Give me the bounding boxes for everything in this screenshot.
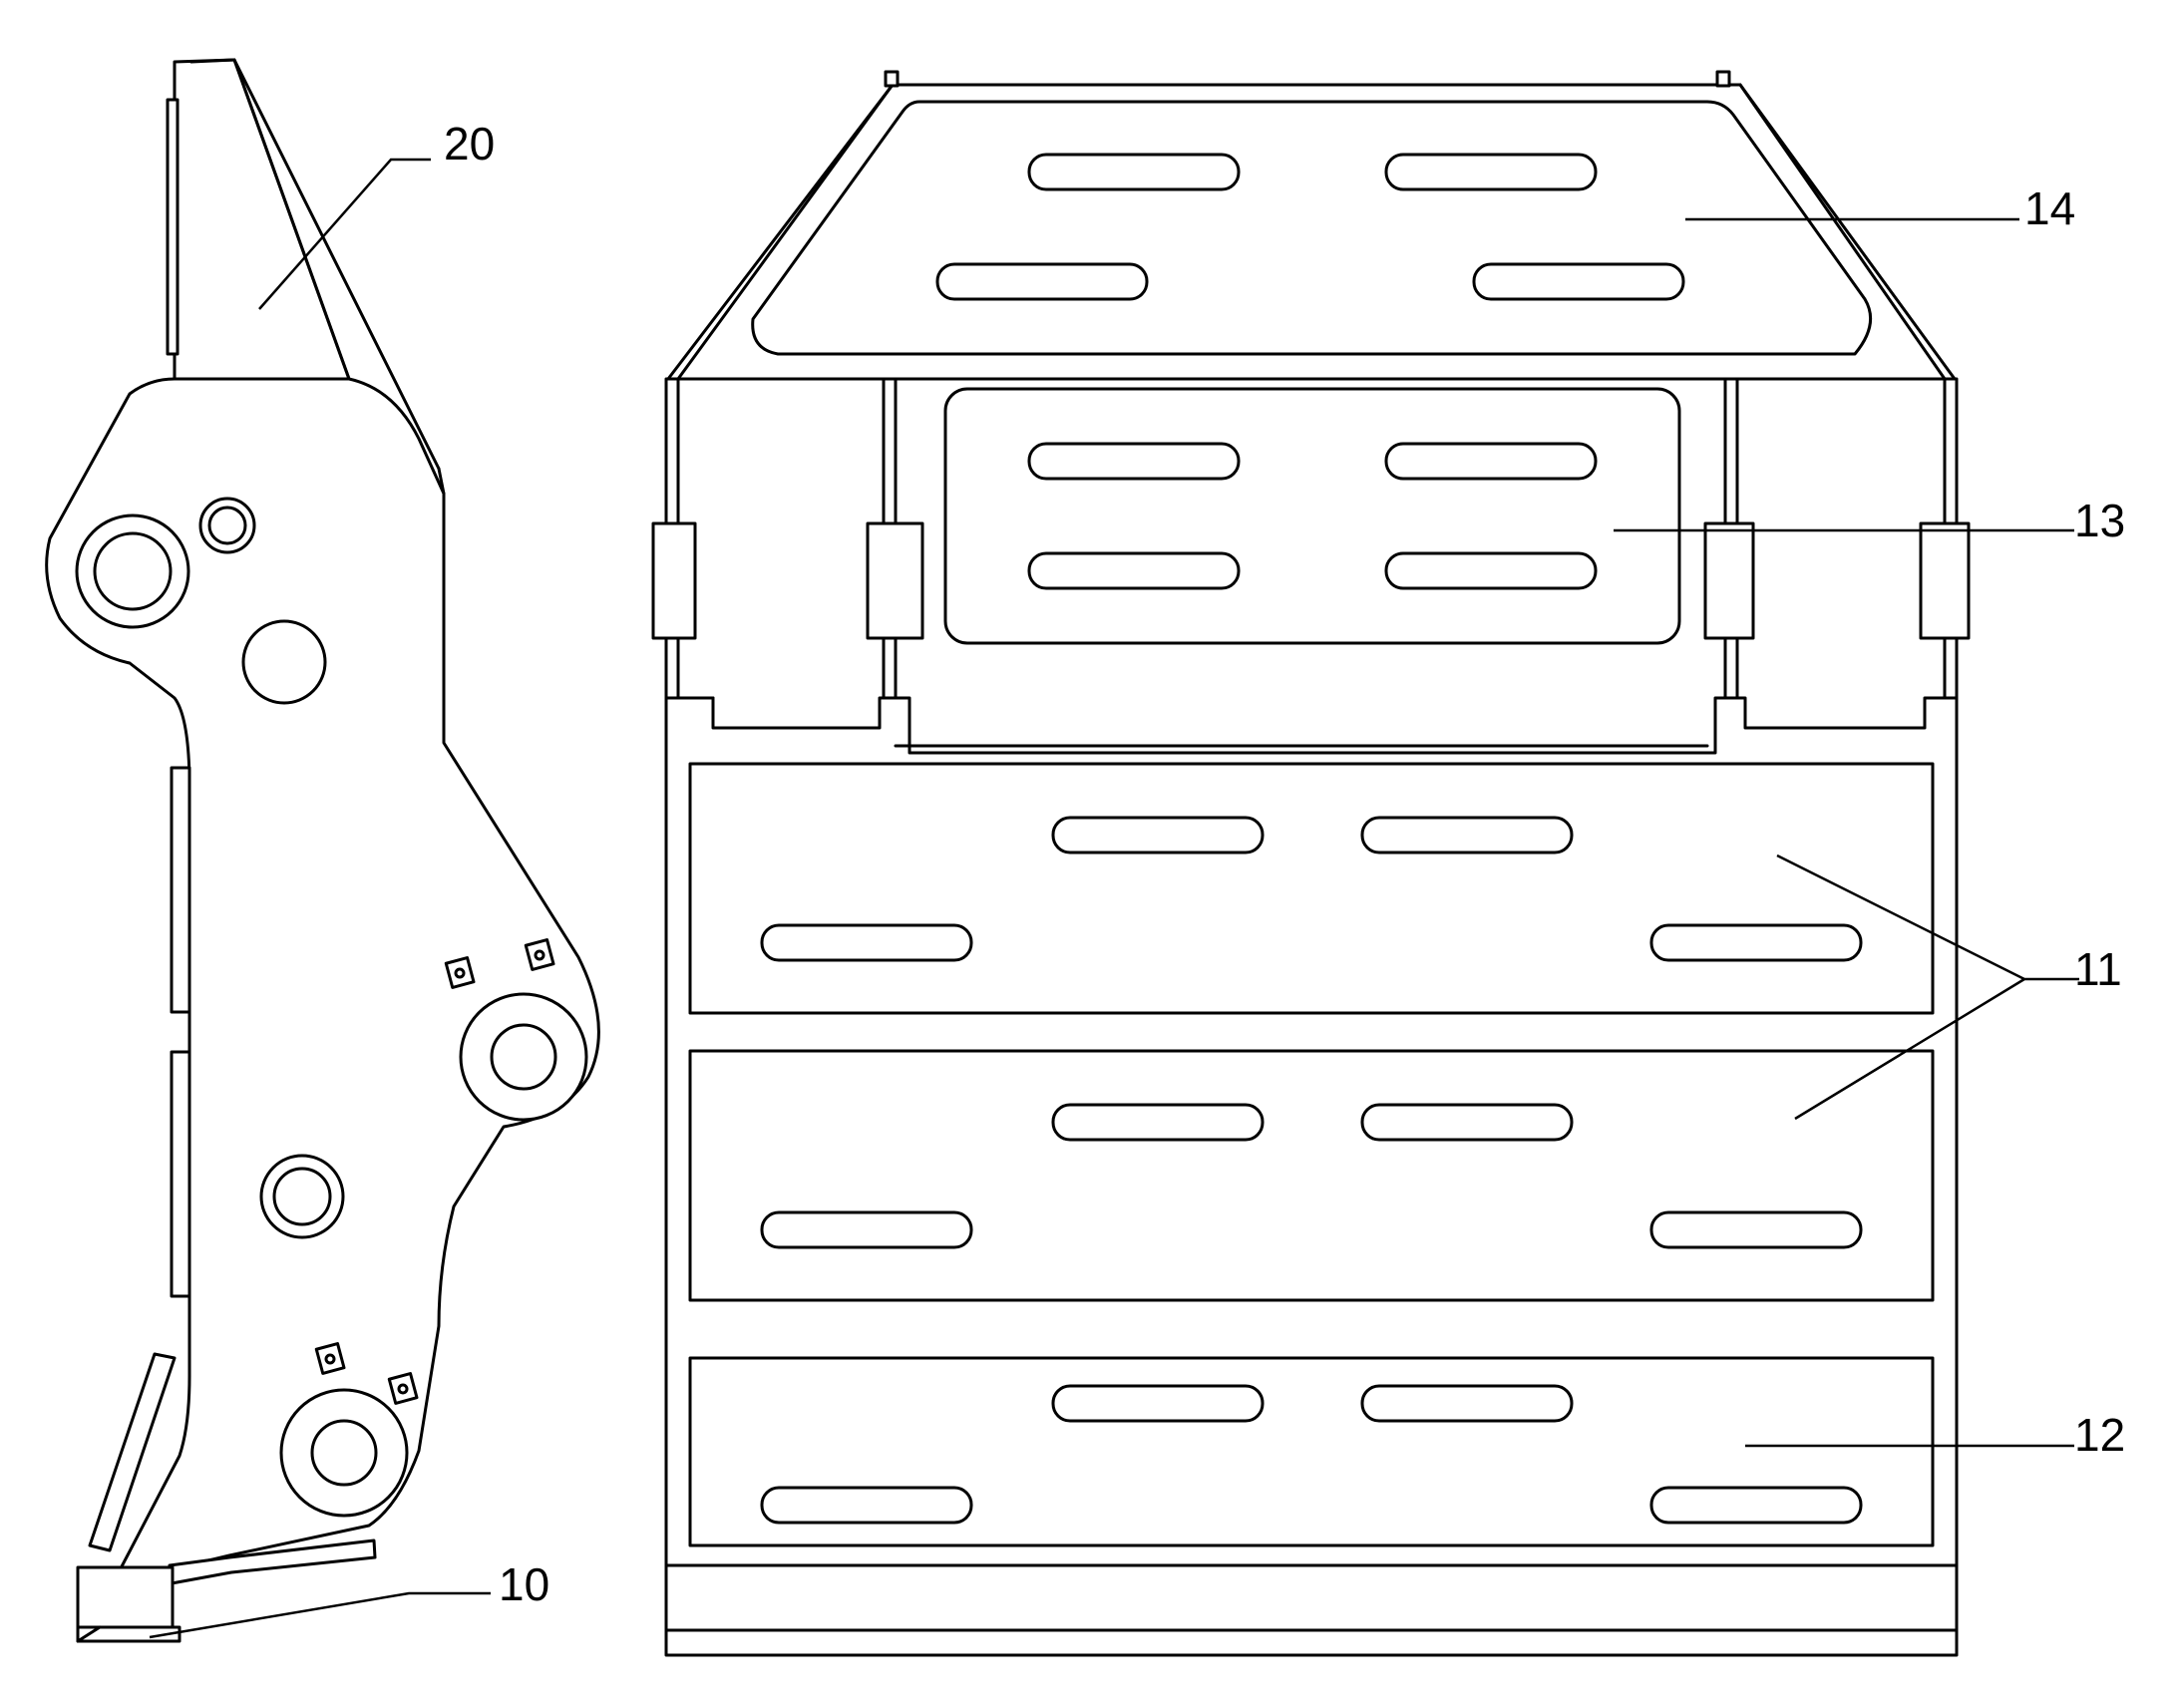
- side-top-blade: [166, 58, 441, 471]
- side-small-pin: [198, 497, 256, 554]
- front-panel-1: [688, 762, 1935, 1015]
- front-top-plate: [666, 70, 1957, 381]
- side-main-body: [45, 377, 600, 1572]
- label-13: 13: [2074, 495, 2125, 546]
- side-strip-upper: [170, 766, 191, 1014]
- front-panel-2: [688, 1049, 1935, 1302]
- leader-20: [258, 158, 431, 310]
- leader-10: [149, 1591, 491, 1639]
- side-tip: [76, 1565, 182, 1643]
- label-20: 20: [444, 118, 495, 170]
- label-10: 10: [499, 1558, 549, 1610]
- label-12: 12: [2074, 1409, 2125, 1461]
- front-view: 14 13 11 12: [651, 70, 2125, 1657]
- side-bolts: [314, 938, 555, 1405]
- side-lower-lug-pin: [459, 992, 588, 1122]
- side-bottom-lug-pin: [279, 1388, 409, 1518]
- side-view: 20 10: [45, 58, 600, 1643]
- side-lower-hole: [259, 1154, 345, 1239]
- label-14: 14: [2024, 182, 2075, 234]
- front-frame-posts: [651, 377, 1971, 700]
- side-upper-left-pin: [75, 513, 190, 629]
- side-strip-lower: [170, 1050, 191, 1298]
- side-center-hole: [241, 619, 327, 705]
- side-lower-wear-plate: [88, 1352, 177, 1552]
- leader-11: [1776, 854, 2079, 1121]
- front-upper-plate: [943, 387, 1681, 645]
- label-11: 11: [2074, 943, 2122, 995]
- front-slots: [760, 153, 1863, 1525]
